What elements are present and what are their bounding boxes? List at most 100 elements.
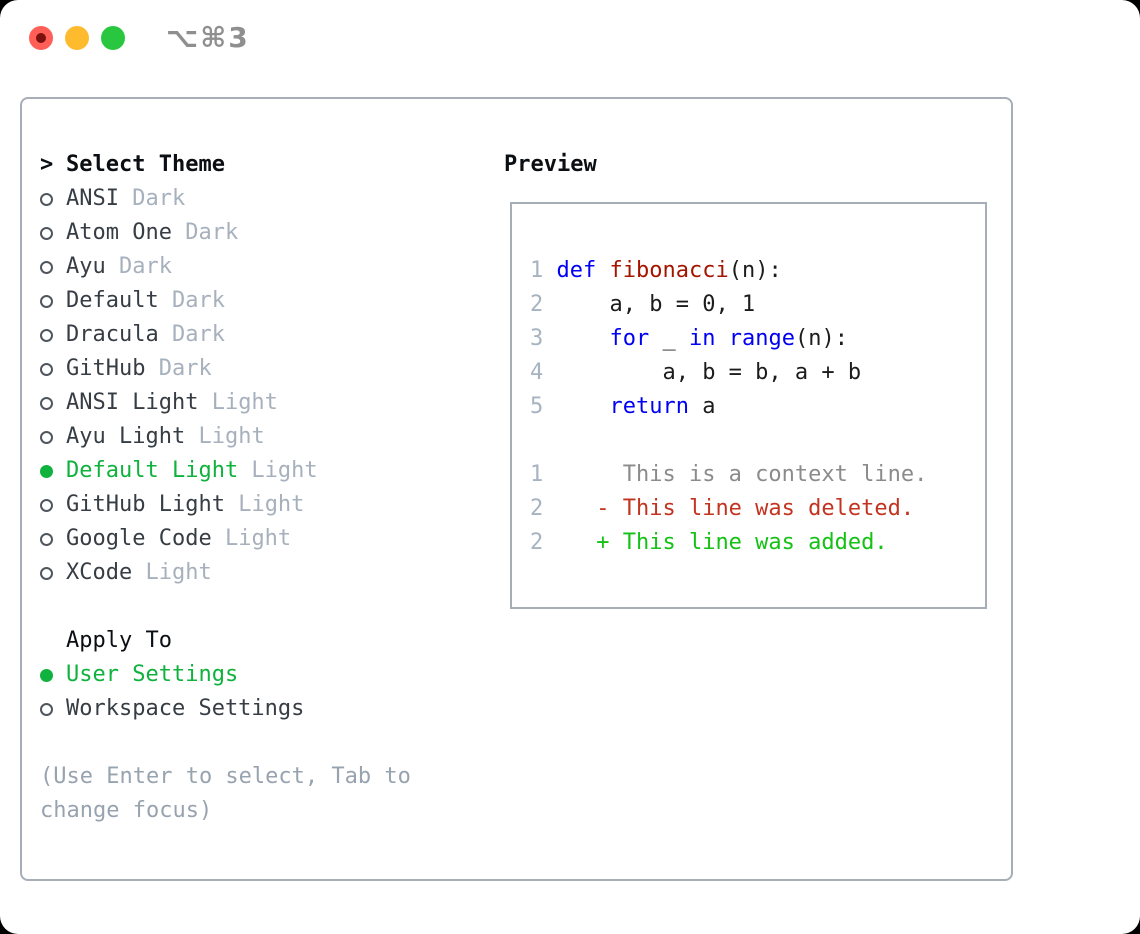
item-label: User Settings	[66, 662, 239, 687]
item-variant-label: Dark	[118, 186, 186, 211]
radio-icon	[40, 352, 66, 386]
spacer	[40, 726, 411, 760]
theme-item[interactable]: Default Dark	[40, 284, 411, 318]
select-theme-label: Select Theme	[66, 152, 225, 177]
theme-item[interactable]: GitHub Dark	[40, 352, 411, 386]
hint-line-2: change focus)	[40, 798, 213, 823]
item-label: Google Code	[66, 526, 212, 551]
theme-item[interactable]: Atom One Dark	[40, 216, 411, 250]
theme-item[interactable]: XCode Light	[40, 556, 411, 590]
code-line: 2 - This line was deleted.	[530, 496, 915, 521]
item-variant-label: Dark	[158, 288, 225, 313]
apply-to-label: Apply To	[66, 628, 172, 653]
item-label: Workspace Settings	[66, 696, 305, 721]
radio-selected-icon	[40, 668, 53, 682]
item-label: ANSI	[66, 186, 119, 211]
close-button[interactable]	[29, 26, 53, 50]
item-label: Ayu	[66, 254, 106, 279]
hint-text: (Use Enter to select, Tab to change focu…	[40, 760, 411, 828]
window-title: ⌥⌘3	[166, 21, 250, 54]
item-variant-label: Light	[211, 526, 292, 551]
radio-icon	[40, 556, 66, 590]
zoom-button[interactable]	[101, 26, 125, 50]
radio-unselected-icon	[40, 226, 53, 240]
apply-to-option[interactable]: Workspace Settings	[40, 692, 411, 726]
minimize-button[interactable]	[65, 26, 89, 50]
theme-item[interactable]: Dracula Dark	[40, 318, 411, 352]
code-line	[530, 424, 985, 458]
radio-icon	[40, 386, 66, 420]
radio-unselected-icon	[40, 362, 53, 376]
radio-icon	[40, 488, 66, 522]
item-label: Dracula	[66, 322, 159, 347]
radio-icon	[40, 182, 66, 216]
code-line: 4 a, b = b, a + b	[530, 360, 862, 385]
item-label: GitHub	[66, 356, 146, 381]
code-line: 1 def fibonacci(n):	[530, 258, 782, 283]
hint-line-1: (Use Enter to select, Tab to	[40, 764, 411, 789]
radio-unselected-icon	[40, 328, 53, 342]
radio-unselected-icon	[40, 498, 53, 512]
caret-icon: >	[40, 152, 54, 177]
code-line: 2 + This line was added.	[530, 530, 888, 555]
radio-icon	[40, 318, 66, 352]
radio-icon	[40, 420, 66, 454]
item-variant-label: Light	[224, 492, 305, 517]
radio-unselected-icon	[40, 192, 53, 206]
item-variant-label: Dark	[105, 254, 172, 279]
item-label: Ayu Light	[66, 424, 186, 449]
code-line: 1 This is a context line.	[530, 462, 928, 487]
item-label: Atom One	[66, 220, 172, 245]
item-variant-label: Dark	[145, 356, 212, 381]
radio-unselected-icon	[40, 294, 53, 308]
item-variant-label: Dark	[171, 220, 239, 245]
radio-icon	[40, 522, 66, 556]
spacer	[40, 590, 411, 624]
radio-unselected-icon	[40, 532, 53, 546]
item-variant-label: Light	[185, 424, 265, 449]
item-variant-label: Dark	[158, 322, 225, 347]
radio-icon	[40, 692, 66, 726]
theme-item[interactable]: ANSI Light Light	[40, 386, 411, 420]
radio-unselected-icon	[40, 702, 53, 716]
radio-icon	[40, 454, 66, 488]
radio-unselected-icon	[40, 260, 53, 274]
theme-item[interactable]: Google Code Light	[40, 522, 411, 556]
preview-title: Preview	[504, 152, 597, 177]
theme-item[interactable]: Default Light Light	[40, 454, 411, 488]
theme-item[interactable]: Ayu Light Light	[40, 420, 411, 454]
theme-item[interactable]: Ayu Dark	[40, 250, 411, 284]
code-line: 3 for _ in range(n):	[530, 326, 848, 351]
item-label: XCode	[66, 560, 133, 585]
item-variant-label: Light	[132, 560, 212, 585]
theme-item[interactable]: GitHub Light Light	[40, 488, 411, 522]
radio-unselected-icon	[40, 396, 53, 410]
item-label: Default	[66, 288, 159, 313]
item-label: GitHub Light	[66, 492, 225, 517]
radio-icon	[40, 216, 66, 250]
item-label: ANSI Light	[66, 390, 199, 415]
select-theme-header: > Select Theme	[40, 148, 411, 182]
radio-unselected-icon	[40, 430, 53, 444]
radio-icon	[40, 658, 66, 692]
item-label: Default Light	[66, 458, 239, 483]
item-variant-label: Light	[198, 390, 278, 415]
radio-selected-icon	[40, 464, 53, 478]
apply-to-option[interactable]: User Settings	[40, 658, 411, 692]
radio-unselected-icon	[40, 566, 53, 580]
code-line: 5 return a	[530, 394, 716, 419]
apply-to-indent	[40, 624, 66, 658]
item-variant-label: Light	[238, 458, 318, 483]
apply-to-header: Apply To	[40, 624, 411, 658]
close-button-dot	[36, 33, 46, 43]
theme-item[interactable]: ANSI Dark	[40, 182, 411, 216]
radio-icon	[40, 250, 66, 284]
radio-icon	[40, 284, 66, 318]
